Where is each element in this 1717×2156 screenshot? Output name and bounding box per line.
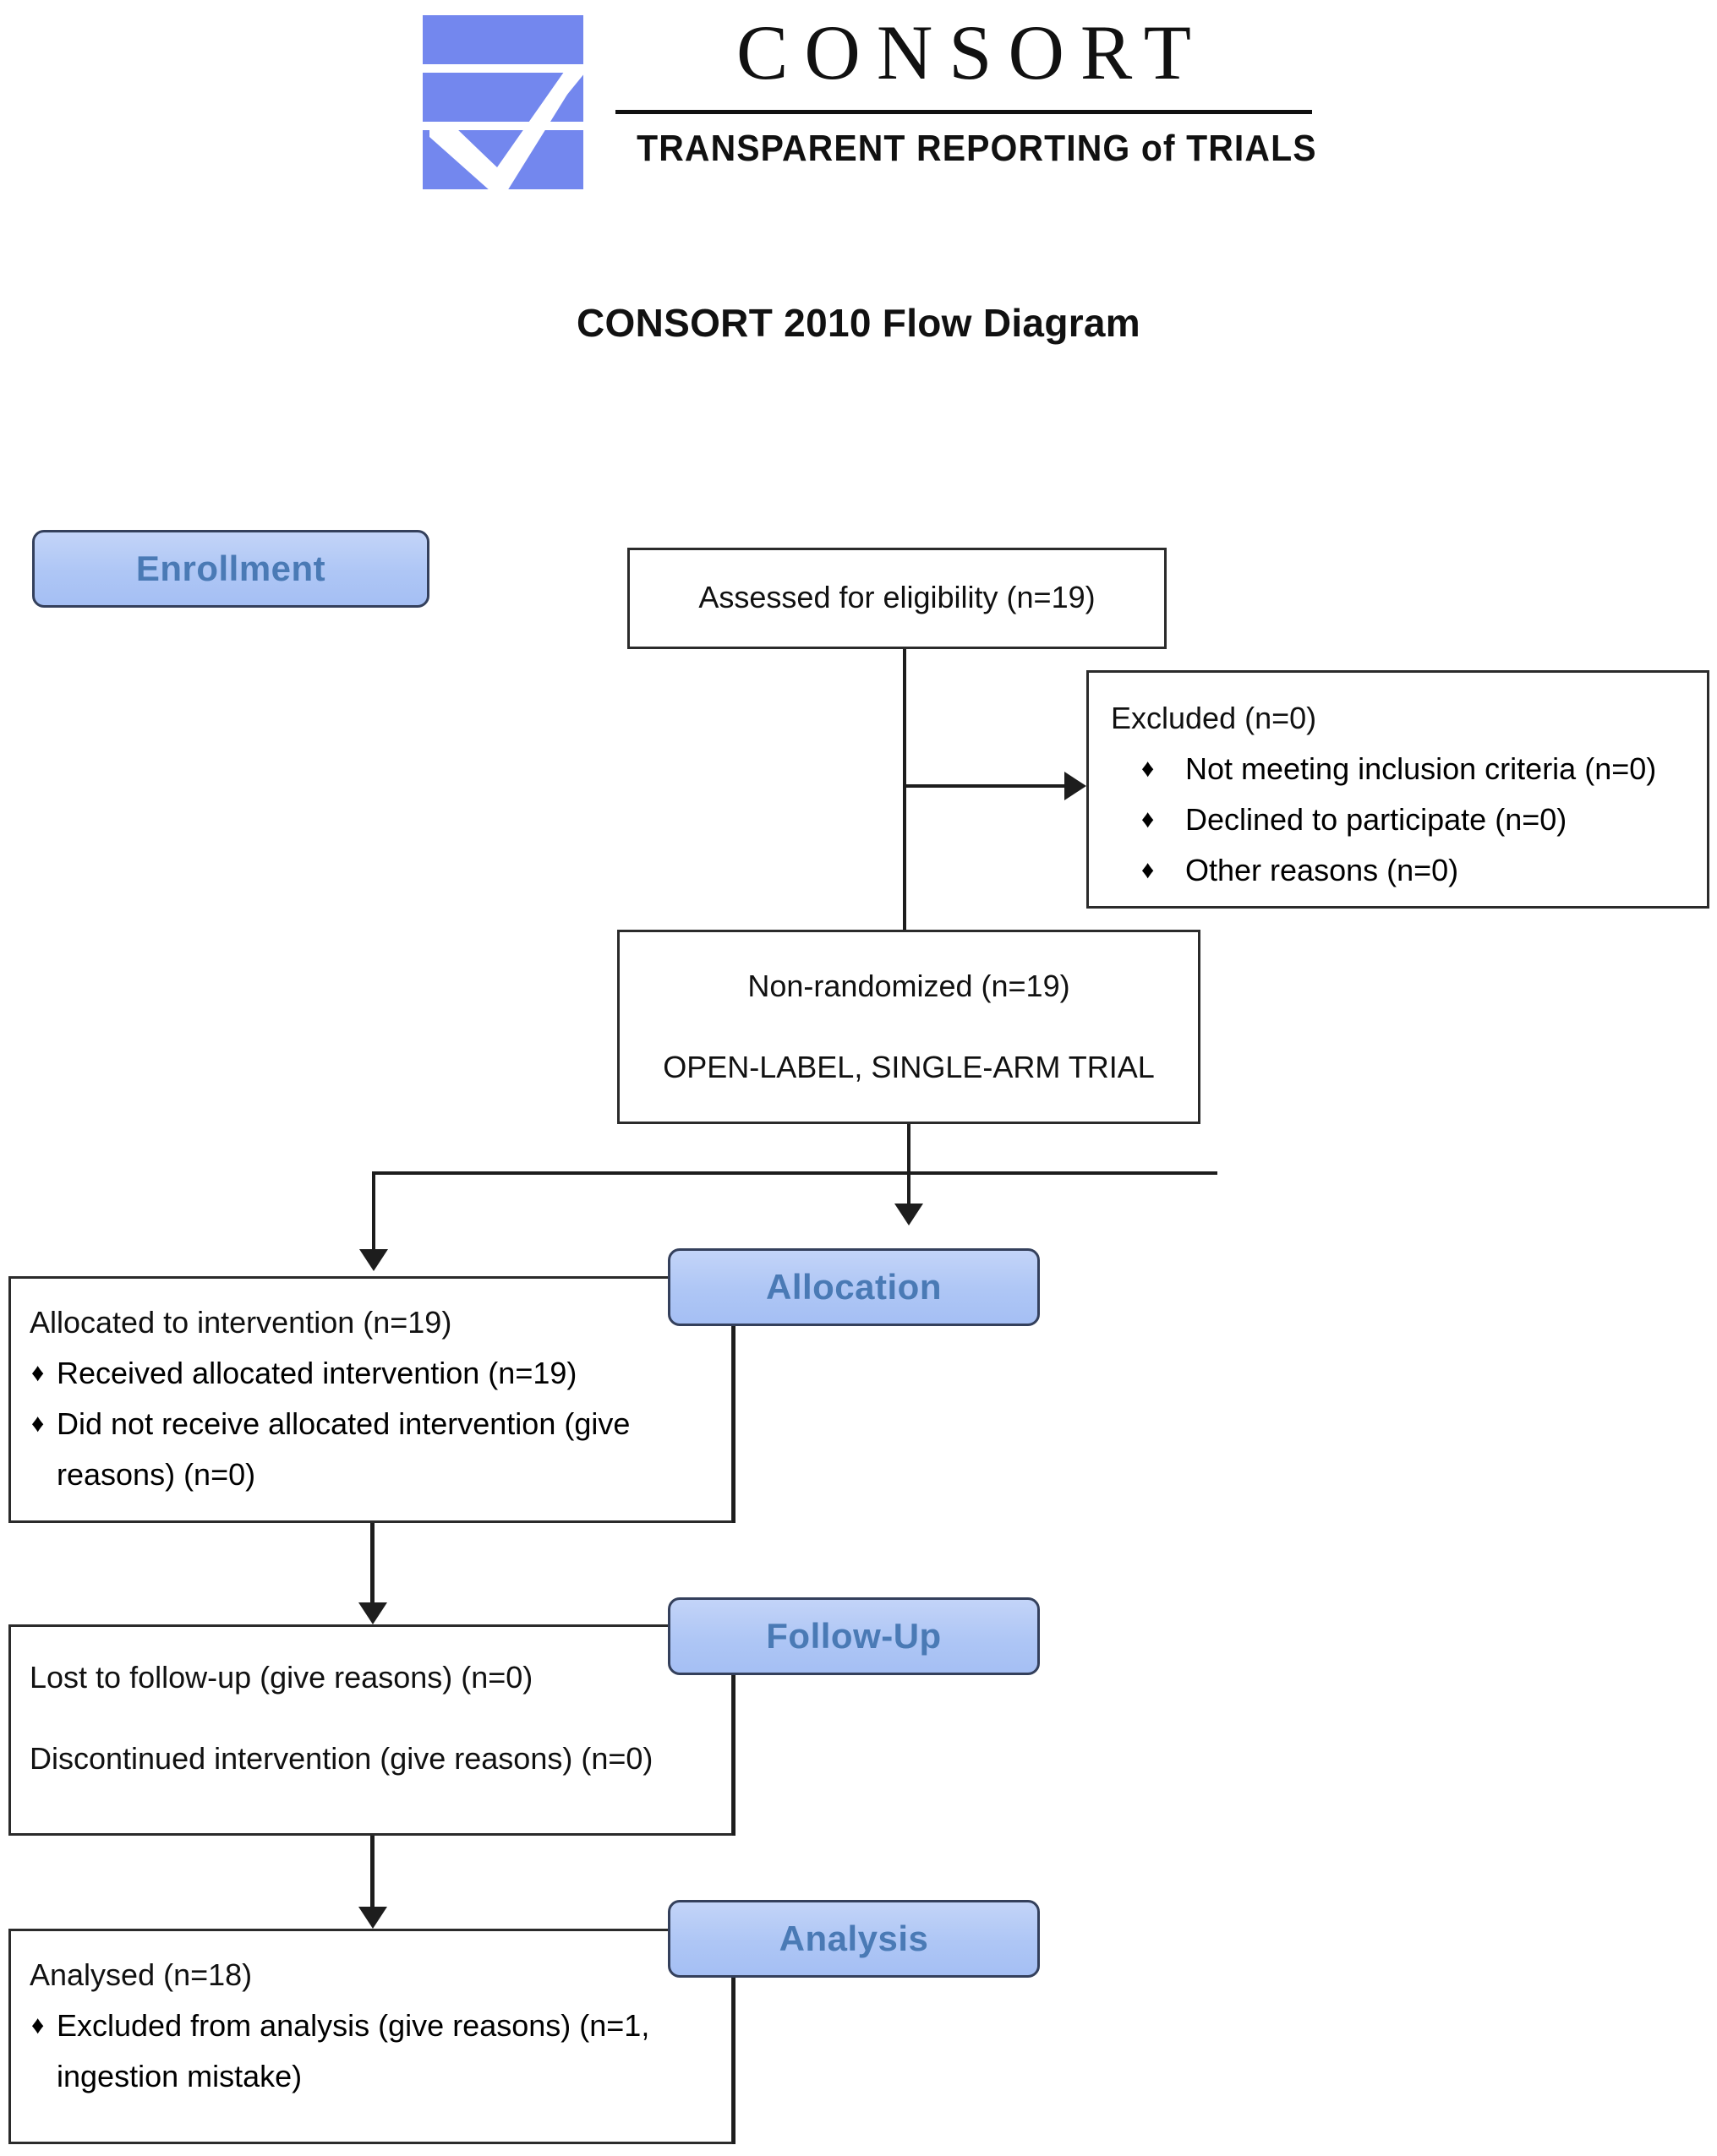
arrowhead-nonrandomized-right bbox=[894, 1204, 923, 1225]
followup-line-1: Lost to follow-up (give reasons) (n=0) bbox=[30, 1660, 533, 1695]
list-item: ♦ Did not receive allocated intervention… bbox=[30, 1399, 713, 1500]
non-randomized-line-2: OPEN-LABEL, SINGLE-ARM TRIAL bbox=[663, 1050, 1155, 1084]
non-randomized-line-1: Non-randomized (n=19) bbox=[747, 969, 1070, 1003]
consort-logo-mark-icon bbox=[423, 15, 585, 191]
arrowhead-to-analysis bbox=[358, 1907, 387, 1929]
connector-allocation-badge-tail bbox=[732, 1326, 735, 1523]
diamond-bullet-icon: ♦ bbox=[31, 2011, 45, 2039]
connector-elbow-down-to-allocated bbox=[372, 1171, 375, 1253]
diamond-bullet-icon: ♦ bbox=[1141, 755, 1155, 783]
connector-analysis-badge-tail bbox=[732, 1978, 735, 2144]
box-excluded: Excluded (n=0) ♦ Not meeting inclusion c… bbox=[1086, 670, 1709, 909]
list-item-label: Other reasons (n=0) bbox=[1185, 853, 1459, 887]
connector-followup-to-analysis bbox=[370, 1836, 375, 1919]
consort-wordmark: CONSORT TRANSPARENT REPORTING of TRIALS bbox=[612, 7, 1315, 194]
connector-nonrandomized-elbow-horizontal bbox=[372, 1171, 1217, 1175]
diamond-bullet-icon: ♦ bbox=[31, 1410, 45, 1438]
consort-wordmark-text: CONSORT bbox=[736, 9, 1207, 96]
connector-nonrandomized-stub bbox=[907, 1124, 910, 1173]
wordmark-divider bbox=[615, 110, 1312, 114]
followup-line-2: Discontinued intervention (give reasons)… bbox=[30, 1741, 653, 1776]
list-item: ♦ Other reasons (n=0) bbox=[1111, 845, 1685, 896]
list-item-label: Excluded from analysis (give reasons) (n… bbox=[57, 2008, 650, 2093]
analysed-detail-list: ♦ Excluded from analysis (give reasons) … bbox=[30, 2000, 713, 2102]
arrowhead-to-allocated bbox=[359, 1249, 388, 1271]
box-analysed: Analysed (n=18) ♦ Excluded from analysis… bbox=[8, 1929, 734, 2144]
allocated-heading: Allocated to intervention (n=19) bbox=[30, 1305, 452, 1340]
list-item-label: Received allocated intervention (n=19) bbox=[57, 1356, 577, 1390]
connector-followup-badge-tail bbox=[732, 1675, 735, 1836]
list-item: ♦ Not meeting inclusion criteria (n=0) bbox=[1111, 744, 1685, 794]
list-item: ♦ Received allocated intervention (n=19) bbox=[30, 1348, 713, 1399]
diamond-bullet-icon: ♦ bbox=[31, 1359, 45, 1387]
list-item-label: Did not receive allocated intervention (… bbox=[57, 1406, 631, 1492]
arrowhead-to-excluded bbox=[1064, 772, 1086, 800]
diamond-bullet-icon: ♦ bbox=[1141, 805, 1155, 833]
stage-badge-enrollment: Enrollment bbox=[32, 530, 429, 608]
list-item: ♦ Excluded from analysis (give reasons) … bbox=[30, 2000, 713, 2102]
box-follow-up: Lost to follow-up (give reasons) (n=0) D… bbox=[8, 1624, 734, 1836]
connector-nonrandomized-right-drop bbox=[907, 1171, 910, 1209]
list-item: ♦ Declined to participate (n=0) bbox=[1111, 794, 1685, 845]
stage-badge-allocation: Allocation bbox=[668, 1248, 1040, 1326]
box-assessed-for-eligibility: Assessed for eligibility (n=19) bbox=[627, 548, 1167, 649]
box-non-randomized: Non-randomized (n=19) OPEN-LABEL, SINGLE… bbox=[617, 930, 1200, 1124]
connector-allocated-to-followup bbox=[370, 1523, 375, 1607]
arrowhead-to-followup bbox=[358, 1602, 387, 1624]
box-allocated-to-intervention: Allocated to intervention (n=19) ♦ Recei… bbox=[8, 1276, 734, 1523]
excluded-reason-list: ♦ Not meeting inclusion criteria (n=0) ♦… bbox=[1111, 744, 1685, 896]
list-item-label: Declined to participate (n=0) bbox=[1185, 802, 1567, 837]
page-title: CONSORT 2010 Flow Diagram bbox=[577, 301, 1140, 345]
connector-assessed-down bbox=[903, 649, 906, 1122]
assessed-text: Assessed for eligibility (n=19) bbox=[698, 580, 1096, 614]
analysed-heading: Analysed (n=18) bbox=[30, 1957, 253, 1992]
allocated-detail-list: ♦ Received allocated intervention (n=19)… bbox=[30, 1348, 713, 1500]
connector-to-excluded bbox=[903, 784, 1068, 788]
excluded-heading: Excluded (n=0) bbox=[1111, 701, 1317, 735]
stage-badge-analysis: Analysis bbox=[668, 1900, 1040, 1978]
consort-logo: CONSORT TRANSPARENT REPORTING of TRIALS bbox=[419, 7, 1315, 194]
stage-badge-followup: Follow-Up bbox=[668, 1597, 1040, 1675]
diamond-bullet-icon: ♦ bbox=[1141, 856, 1155, 884]
consort-tagline: TRANSPARENT REPORTING of TRIALS bbox=[637, 128, 1317, 169]
list-item-label: Not meeting inclusion criteria (n=0) bbox=[1185, 751, 1657, 786]
